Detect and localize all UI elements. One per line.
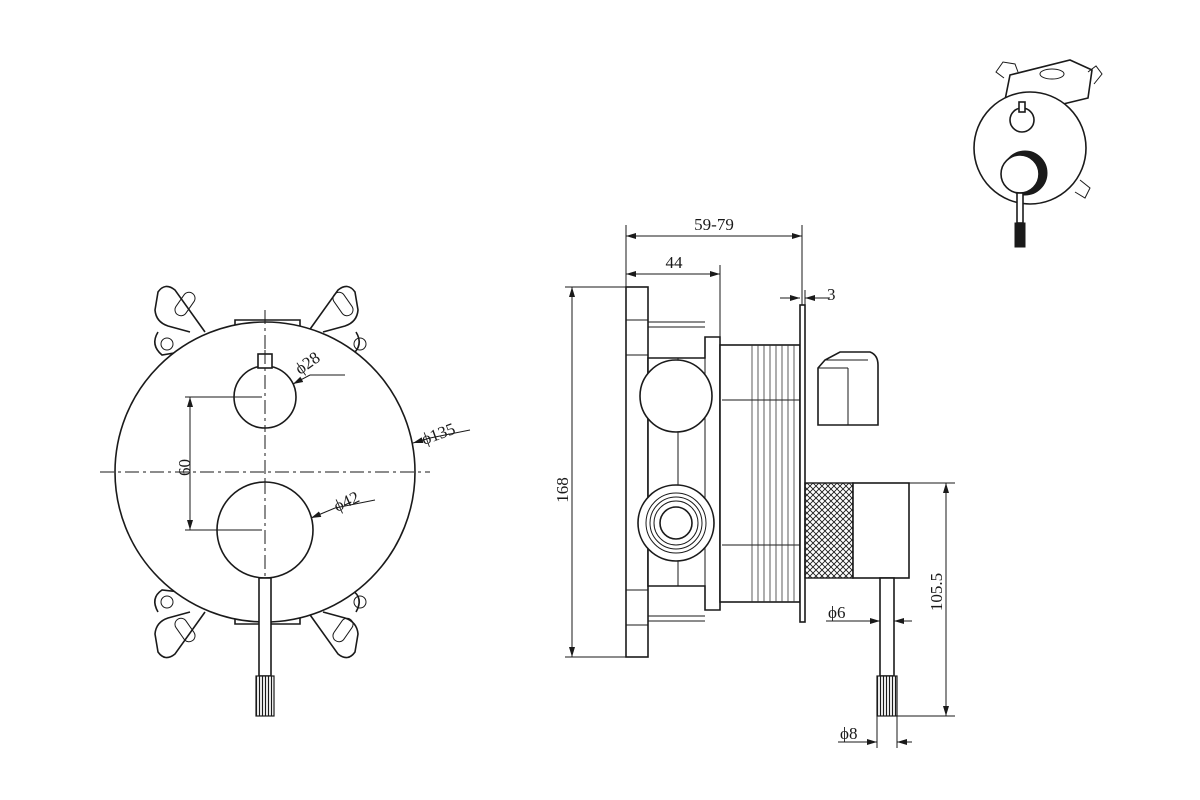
mixer-knob (216, 480, 314, 579)
lever-side (876, 577, 898, 717)
dim-lever-grip-label: ϕ8 (840, 724, 857, 743)
dim-plate-thickness-label: 3 (827, 285, 836, 304)
dim-body-depth-label: 44 (666, 253, 684, 272)
dim-spacing-label: 60 (175, 459, 194, 476)
front-view: 60 ϕ28 ϕ135 ϕ42 (100, 285, 471, 717)
isometric-preview (973, 59, 1103, 248)
back-plate (625, 286, 649, 658)
side-view: 59-79 44 3 168 105.5 ϕ6 ϕ8 (553, 215, 955, 748)
dim-depth-range-label: 59-79 (694, 215, 734, 234)
lower-port (637, 484, 715, 562)
dim-lever-length-label: 105.5 (927, 573, 946, 611)
diverter-knob (233, 350, 297, 432)
mixer-knob-side (804, 482, 910, 579)
dim-lever-pin-label: ϕ6 (828, 603, 845, 622)
lever-handle (255, 577, 275, 717)
threaded-sleeve (719, 344, 801, 603)
upper-port (639, 359, 713, 433)
mounting-bracket-bottom-left (154, 589, 206, 659)
side-cover-plate (799, 304, 806, 623)
dim-height-label: 168 (553, 477, 572, 503)
mounting-bracket-top-left (154, 285, 206, 356)
dim-plate-label: ϕ135 (419, 419, 458, 449)
